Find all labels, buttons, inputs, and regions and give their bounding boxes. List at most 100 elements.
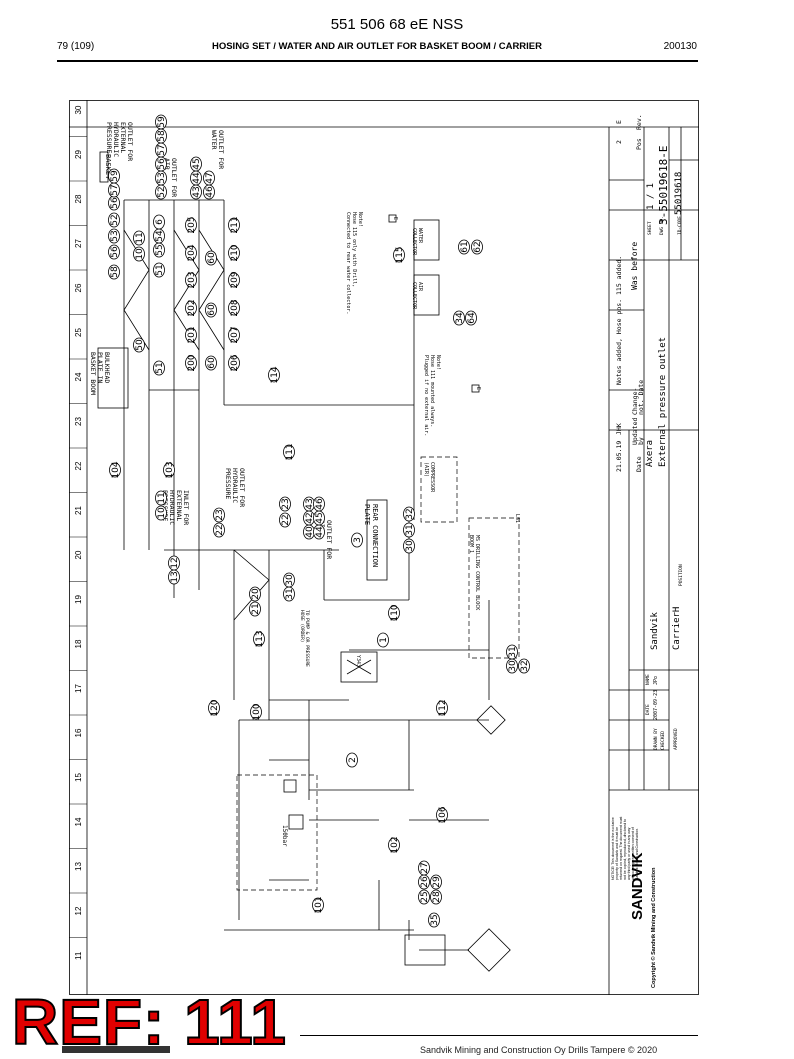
svg-text:13: 13 xyxy=(170,571,180,582)
svg-text:32: 32 xyxy=(520,660,530,671)
pos-value: 2 xyxy=(615,140,623,144)
column-number: 23 xyxy=(74,417,83,426)
callout-bubble: 57 xyxy=(108,182,120,198)
svg-text:AIR: AIR xyxy=(417,282,423,292)
brand-logo: SANDVIK xyxy=(629,852,646,920)
svg-text:205: 205 xyxy=(187,216,197,233)
svg-text:59: 59 xyxy=(157,116,167,128)
svg-text:113: 113 xyxy=(255,630,265,647)
was-before: Was before xyxy=(630,242,639,290)
svg-text:26: 26 xyxy=(420,876,430,888)
column-number: 24 xyxy=(74,372,83,381)
callout-bubble: 45 xyxy=(313,510,325,526)
callout-bubble: 59 xyxy=(155,114,167,130)
svg-text:11: 11 xyxy=(135,232,145,243)
callout-bubble: 23 xyxy=(279,496,291,512)
callout-bubble: 58 xyxy=(108,264,120,280)
svg-text:without express written consen: without express written consent of xyxy=(631,827,635,880)
callout-bubble: 23 xyxy=(213,507,225,523)
svg-text:42: 42 xyxy=(305,512,315,523)
svg-text:44: 44 xyxy=(192,172,202,184)
svg-text:46: 46 xyxy=(205,186,215,198)
svg-text:Hose 115 only with Drill,: Hose 115 only with Drill, xyxy=(351,212,357,287)
checked: CHECKED xyxy=(660,731,666,750)
footer-logo-strip xyxy=(62,1046,170,1053)
svg-text:E: E xyxy=(475,387,481,390)
svg-text:22: 22 xyxy=(281,514,291,525)
note-air: Note!Hose 111 mounted always.Plugged if … xyxy=(423,355,441,436)
svg-text:43: 43 xyxy=(305,498,315,509)
svg-text:106: 106 xyxy=(438,806,448,823)
callout-bubble: 209 xyxy=(228,271,240,289)
callout-bubble: 12 xyxy=(168,555,180,571)
callout-bubble: 64 xyxy=(465,310,477,326)
svg-text:64: 64 xyxy=(467,312,477,324)
svg-text:NOTICE! This document is the e: NOTICE! This document is the exclusive xyxy=(611,817,615,880)
svg-text:10: 10 xyxy=(135,248,145,260)
rev-value: E xyxy=(615,120,623,124)
callout-bubble: 13 xyxy=(168,569,180,585)
svg-text:211: 211 xyxy=(230,216,240,233)
callout-bubble: 56 xyxy=(108,195,120,211)
svg-text:OUTLET FOR: OUTLET FOR xyxy=(325,520,333,559)
svg-text:45: 45 xyxy=(192,158,202,169)
hydraulic-schematic: .ln { stroke:#000; stroke-width:0.8; fil… xyxy=(69,100,699,995)
label-basket: BASKET xyxy=(104,154,112,180)
svg-text:10: 10 xyxy=(157,507,167,519)
svg-text:by: by xyxy=(637,437,645,445)
svg-text:6: 6 xyxy=(155,219,165,225)
svg-text:BULKHEAD: BULKHEAD xyxy=(103,352,111,383)
callout-bubble: 58 xyxy=(155,128,167,144)
svg-text:52: 52 xyxy=(157,186,167,197)
column-number: 20 xyxy=(74,550,83,559)
callout-bubble: 52 xyxy=(108,212,120,228)
svg-text:110: 110 xyxy=(390,604,400,621)
pos-header: Pos xyxy=(635,138,643,150)
svg-text:55: 55 xyxy=(155,244,165,255)
svg-text:31: 31 xyxy=(405,524,415,535)
header-rule xyxy=(57,60,698,62)
id-label: ID-CODE xyxy=(677,216,683,235)
column-number: 29 xyxy=(74,150,83,159)
svg-text:returned on request. The docum: returned on request. The document must xyxy=(619,817,623,880)
column-number: 11 xyxy=(74,951,83,960)
svg-text:32: 32 xyxy=(405,508,415,519)
callout-bubble: 31 xyxy=(283,586,295,602)
callout-bubble: 43 xyxy=(190,184,202,200)
svg-text:PLATE: PLATE xyxy=(363,504,371,525)
svg-text:100: 100 xyxy=(252,703,262,720)
svg-text:112: 112 xyxy=(438,699,448,716)
callout-bubble: 29 xyxy=(430,874,442,890)
callout-bubble: 11 xyxy=(133,230,145,246)
svg-text:OUTLET FOR: OUTLET FOR xyxy=(238,468,246,507)
callout-bubble: 110 xyxy=(388,604,400,622)
svg-text:111: 111 xyxy=(285,443,295,460)
svg-text:61: 61 xyxy=(460,241,470,252)
callout-bubble: 22 xyxy=(213,522,225,538)
callout-bubble: 205 xyxy=(185,216,197,234)
svg-text:104: 104 xyxy=(111,461,121,478)
svg-text:201: 201 xyxy=(187,326,197,343)
svg-text:208: 208 xyxy=(230,299,240,316)
label-valve-code: Y343 xyxy=(355,655,361,667)
svg-text:Plugged if no external air.: Plugged if no external air. xyxy=(423,355,429,436)
callout-bubble: 204 xyxy=(185,244,197,262)
svg-text:Change-: Change- xyxy=(631,388,639,415)
callout-bubble: 11 xyxy=(155,490,167,506)
callout-bubble: 30 xyxy=(506,658,518,674)
drawn-date: 2007-09-23 xyxy=(653,690,659,720)
svg-text:53: 53 xyxy=(110,230,120,241)
svg-text:EXTERNAL: EXTERNAL xyxy=(119,122,127,153)
svg-text:11: 11 xyxy=(157,492,167,503)
section-title: HOSING SET / WATER AND AIR OUTLET FOR BA… xyxy=(211,41,543,52)
svg-text:not be copied, reproduced, dis: not be copied, reproduced, disclosed to xyxy=(623,819,627,880)
callout-bubble: 210 xyxy=(228,244,240,262)
svg-text:46: 46 xyxy=(315,498,325,510)
